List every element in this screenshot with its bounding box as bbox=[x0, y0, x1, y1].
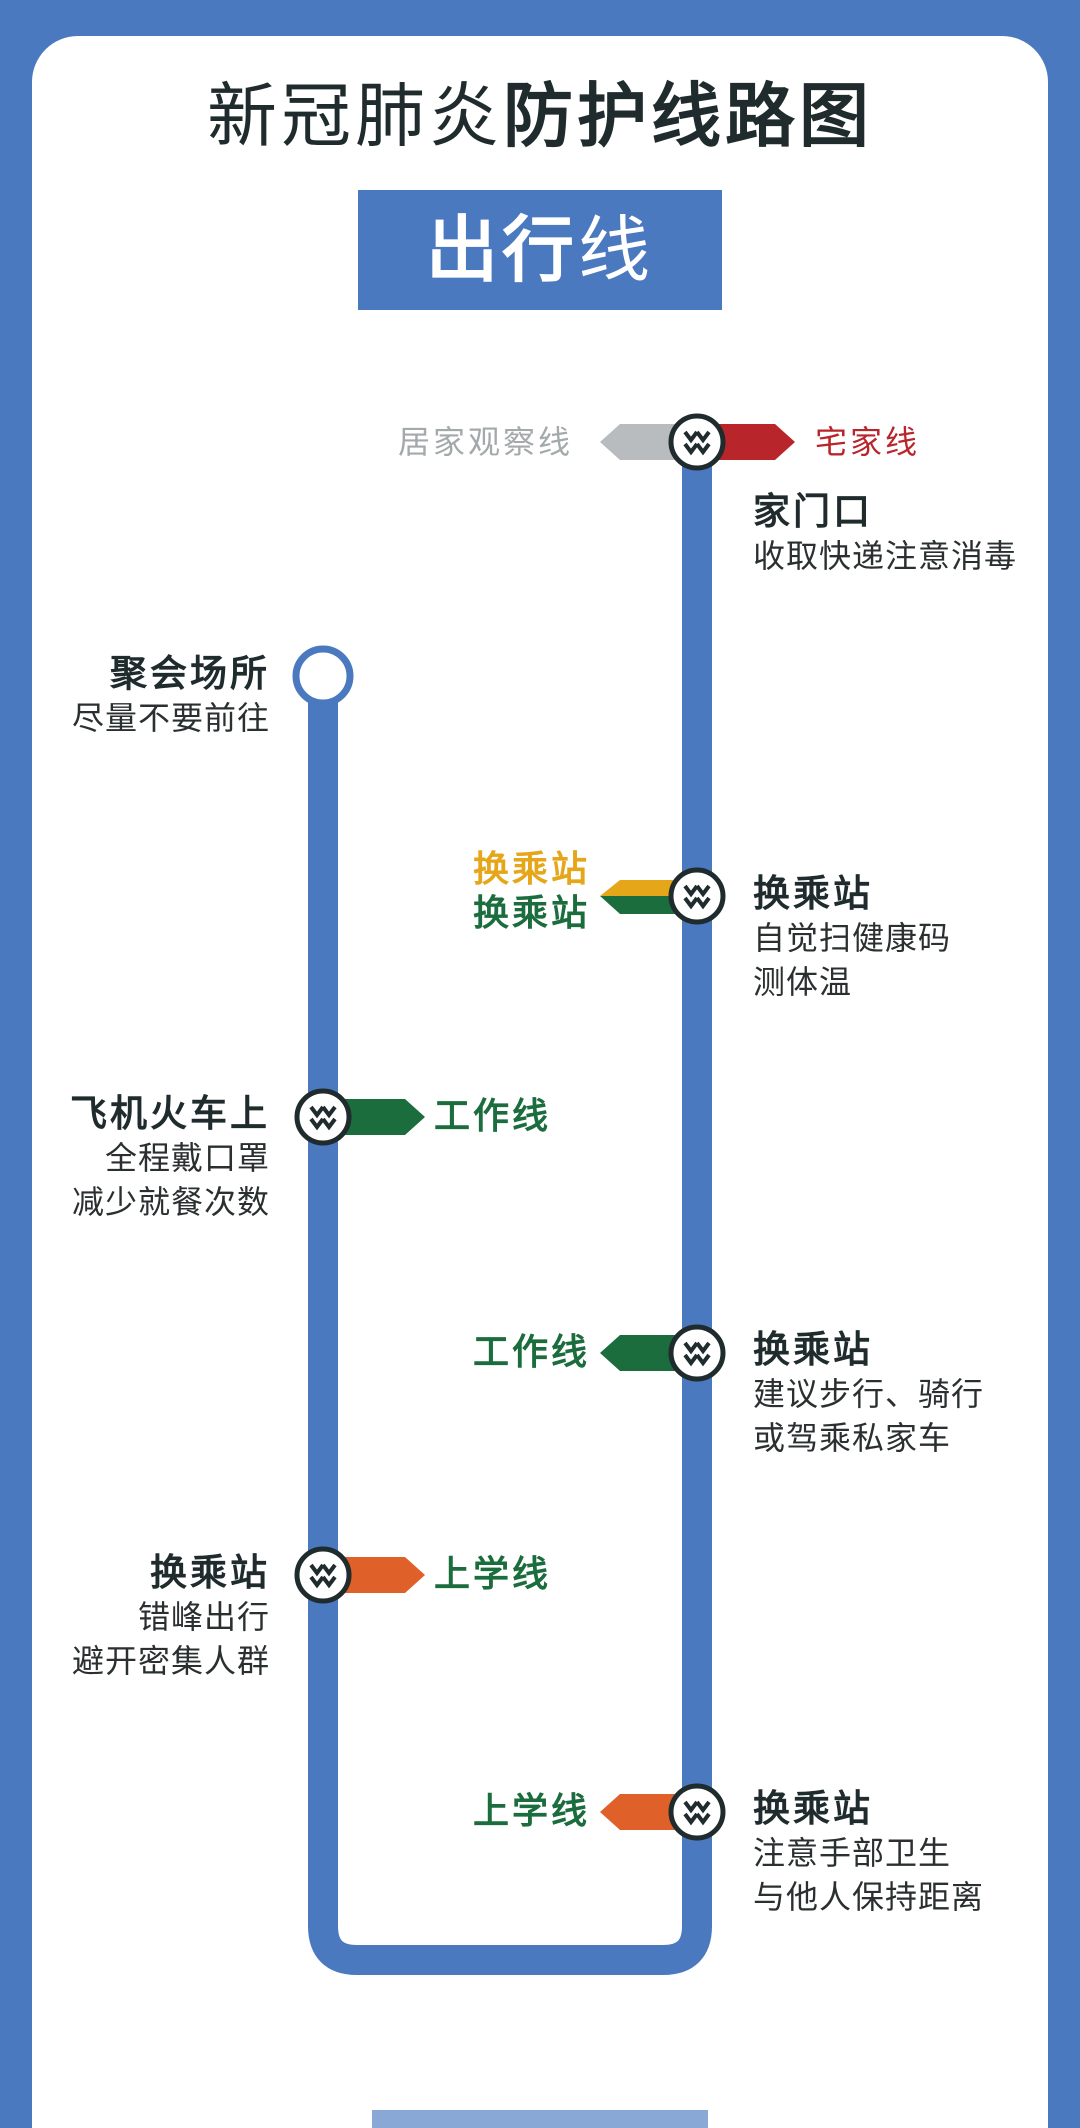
branch-arrow-transfer1-green bbox=[600, 896, 680, 914]
station-transfer4-label: 换乘站 注意手部卫生 与他人保持距离 bbox=[753, 1787, 984, 1919]
station-transfer2-label: 换乘站 建议步行、骑行 或驾乘私家车 bbox=[753, 1328, 984, 1460]
branch-arrow-transfer3-school bbox=[340, 1557, 425, 1593]
branch-label-transfer2-work: 工作线 bbox=[472, 1332, 590, 1373]
station-transfer2-desc-2: 或驾乘私家车 bbox=[753, 1419, 952, 1457]
station-plane-name: 飞机火车上 bbox=[70, 1092, 270, 1135]
station-transfer1-desc-1: 自觉扫健康码 bbox=[753, 919, 952, 957]
bottom-tab bbox=[372, 2110, 708, 2128]
station-home-label: 家门口 收取快递注意消毒 bbox=[753, 490, 1017, 578]
station-plane-desc-2: 减少就餐次数 bbox=[71, 1183, 270, 1221]
branch-arrow-home-observation bbox=[600, 424, 680, 460]
station-transfer3-desc-1: 错峰出行 bbox=[137, 1598, 270, 1636]
station-transfer3-name: 换乘站 bbox=[150, 1551, 270, 1594]
title-light: 新冠肺炎 bbox=[207, 75, 503, 157]
branch-arrow-plane-work bbox=[340, 1099, 425, 1135]
station-plane-marker bbox=[294, 1088, 352, 1146]
station-transfer1-marker bbox=[668, 867, 726, 925]
station-transfer2-desc-1: 建议步行、骑行 bbox=[753, 1375, 985, 1413]
branch-arrow-transfer4-school bbox=[600, 1794, 680, 1830]
station-plane-desc-1: 全程戴口罩 bbox=[104, 1139, 270, 1177]
station-transfer1-name: 换乘站 bbox=[753, 872, 873, 915]
title-bold: 防护线路图 bbox=[503, 75, 873, 157]
station-transfer4-name: 换乘站 bbox=[753, 1787, 873, 1830]
station-transfer4-desc-1: 注意手部卫生 bbox=[753, 1834, 952, 1872]
station-gathering-desc: 尽量不要前往 bbox=[71, 699, 270, 737]
station-transfer1-label: 换乘站 自觉扫健康码 测体温 bbox=[753, 872, 951, 1004]
station-transfer2-marker bbox=[668, 1324, 726, 1382]
branch-label-stay-home: 宅家线 bbox=[815, 423, 921, 461]
station-transfer3-desc-2: 避开密集人群 bbox=[71, 1642, 270, 1680]
main-route-line bbox=[308, 442, 712, 1975]
branch-label-transfer1-green: 换乘站 bbox=[472, 893, 590, 934]
branch-label-home-observation: 居家观察线 bbox=[398, 423, 574, 461]
station-gathering-label: 聚会场所 尽量不要前往 bbox=[72, 652, 270, 740]
station-gathering-marker bbox=[292, 645, 354, 707]
station-transfer2-name: 换乘站 bbox=[753, 1328, 873, 1371]
station-transfer3-marker bbox=[294, 1546, 352, 1604]
branch-label-transfer4-school: 上学线 bbox=[472, 1791, 590, 1832]
branch-arrow-transfer1-yellow bbox=[600, 880, 680, 896]
subtitle-bold: 出行 bbox=[425, 208, 578, 292]
page-title: 新冠肺炎防护线路图 bbox=[0, 74, 1080, 158]
branch-arrow-transfer2-work bbox=[600, 1335, 680, 1371]
branch-label-plane-work: 工作线 bbox=[434, 1096, 552, 1137]
station-plane-label: 飞机火车上 全程戴口罩 减少就餐次数 bbox=[70, 1092, 270, 1224]
station-home-name: 家门口 bbox=[753, 490, 873, 533]
subtitle-light: 线 bbox=[578, 208, 655, 292]
station-transfer4-desc-2: 与他人保持距离 bbox=[753, 1878, 985, 1916]
station-transfer1-desc-2: 测体温 bbox=[753, 963, 853, 1001]
branch-label-transfer3-school: 上学线 bbox=[434, 1554, 552, 1595]
station-home-desc: 收取快递注意消毒 bbox=[753, 537, 1018, 575]
station-home-marker bbox=[668, 413, 726, 471]
station-transfer4-marker bbox=[668, 1783, 726, 1841]
station-gathering-name: 聚会场所 bbox=[110, 652, 270, 695]
content-panel bbox=[32, 36, 1048, 2128]
branch-arrow-stay-home bbox=[714, 424, 795, 460]
branch-label-transfer1-yellow: 换乘站 bbox=[472, 849, 590, 890]
station-transfer3-label: 换乘站 错峰出行 避开密集人群 bbox=[72, 1551, 270, 1683]
subtitle-badge: 出行线 bbox=[358, 190, 722, 310]
